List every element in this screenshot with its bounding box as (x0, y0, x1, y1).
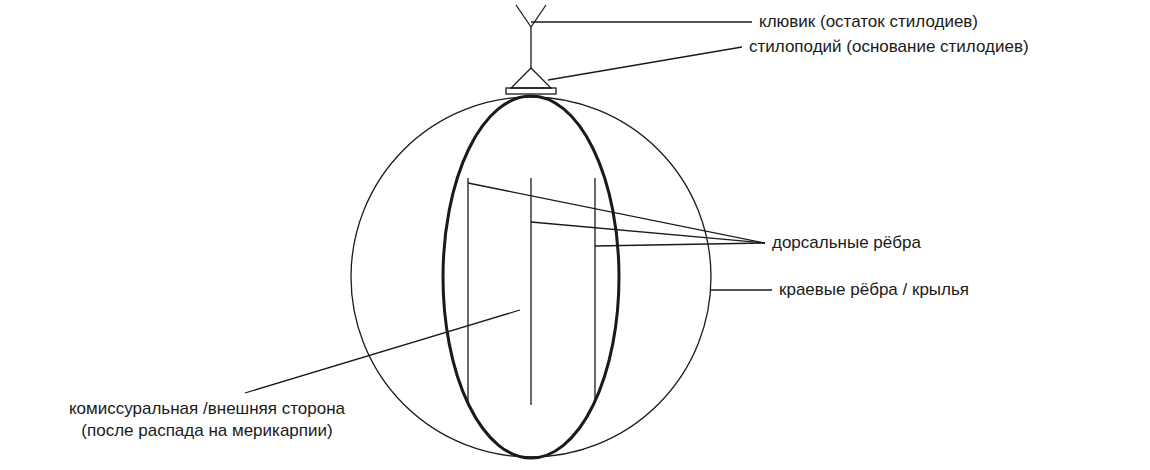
stylopodium-shape (511, 68, 551, 88)
leader-line (548, 47, 742, 80)
part-label: дорсальные рёбра (770, 232, 923, 254)
leader-line (245, 310, 520, 393)
dorsal-rib (530, 178, 531, 405)
dorsal-rib (467, 178, 468, 402)
leader-line (531, 21, 752, 22)
part-label: комиссуральная /внешняя сторона (после р… (58, 398, 356, 442)
mericarp-outline (443, 96, 619, 458)
beak-line (516, 5, 531, 27)
leader-line (531, 222, 765, 243)
beak-line (531, 5, 546, 27)
leader-line (710, 289, 772, 290)
part-label: стилоподий (основание стилодиев) (747, 36, 1031, 58)
leader-line (595, 243, 765, 246)
leader-line (468, 183, 765, 243)
stylopodium-base (506, 88, 556, 94)
wing-outline (351, 97, 711, 457)
beak-line (530, 27, 531, 68)
part-label: клювик (остаток стилодиев) (757, 11, 980, 33)
part-label: краевые рёбра / крылья (777, 279, 971, 301)
dorsal-rib (594, 178, 595, 402)
